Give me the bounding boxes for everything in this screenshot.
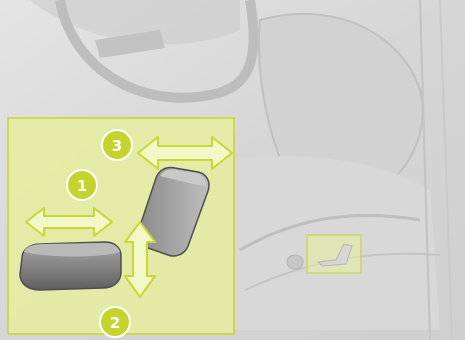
seat-control-location [307,235,361,273]
callout-3: 3 [102,130,132,160]
callout-3-label: 3 [112,137,122,155]
callout-2-label: 2 [110,314,120,332]
callout-2: 2 [100,307,130,337]
seat-cushion-switch [20,242,121,290]
callout-1: 1 [67,170,97,200]
callout-1-label: 1 [77,177,87,195]
